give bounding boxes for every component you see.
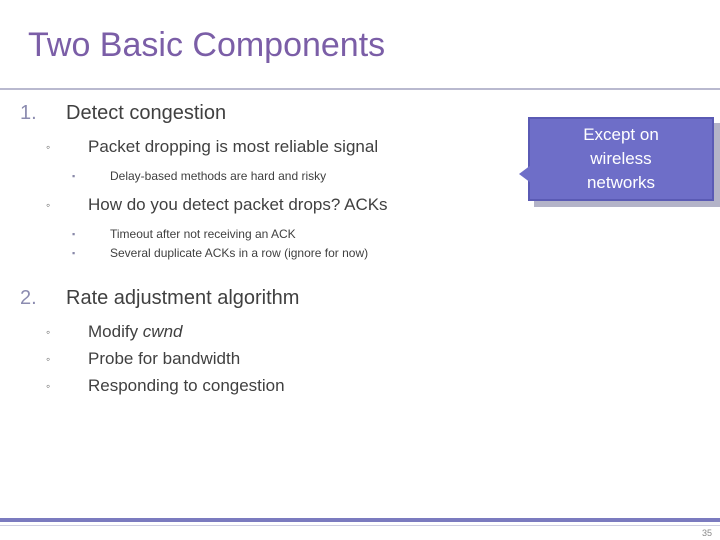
spacer bbox=[0, 263, 540, 285]
list-item-text: Packet dropping is most reliable signal bbox=[88, 137, 379, 156]
square-bullet-icon: ▪ bbox=[72, 248, 76, 258]
list-item-level3: ▪ Delay-based methods are hard and risky bbox=[0, 167, 540, 186]
callout-text: Except on wireless networks bbox=[583, 123, 659, 195]
list-item-level2: ◦ Responding to congestion bbox=[0, 373, 540, 399]
list-item-text-pre: Modify bbox=[88, 322, 143, 341]
list-item-level2: ◦ Modify cwnd bbox=[0, 319, 540, 345]
title-divider bbox=[0, 88, 720, 90]
slide-title: Two Basic Components bbox=[28, 26, 386, 64]
callout-line-1: Except on bbox=[583, 125, 659, 144]
callout-tail bbox=[519, 165, 531, 183]
list-marker: 1. bbox=[20, 102, 37, 124]
callout-line-3: networks bbox=[586, 173, 655, 192]
list-item-level2: ◦ Packet dropping is most reliable signa… bbox=[0, 134, 540, 160]
footer-divider-thin bbox=[0, 525, 720, 526]
square-bullet-icon: ▪ bbox=[72, 171, 76, 181]
hollow-bullet-icon: ◦ bbox=[46, 352, 51, 366]
list-item-level2: ◦ How do you detect packet drops? ACKs bbox=[0, 192, 540, 218]
callout-line-2: wireless bbox=[590, 149, 652, 168]
hollow-bullet-icon: ◦ bbox=[46, 325, 51, 339]
list-item-text: Timeout after not receiving an ACK bbox=[110, 227, 296, 241]
list-item-text: How do you detect packet drops? ACKs bbox=[88, 195, 388, 214]
list-item-text: Responding to congestion bbox=[88, 376, 285, 395]
list-item-text: Delay-based methods are hard and risky bbox=[110, 169, 327, 183]
slide-body: 1. Detect congestion ◦ Packet dropping i… bbox=[0, 100, 540, 400]
hollow-bullet-icon: ◦ bbox=[46, 140, 51, 154]
callout-body: Except on wireless networks bbox=[519, 117, 714, 201]
list-item-text: Probe for bandwidth bbox=[88, 349, 241, 368]
list-item-level2: ◦ Probe for bandwidth bbox=[0, 346, 540, 372]
hollow-bullet-icon: ◦ bbox=[46, 198, 51, 212]
list-item-level1: 1. Detect congestion bbox=[0, 100, 540, 126]
list-item-level1: 2. Rate adjustment algorithm bbox=[0, 285, 540, 311]
square-bullet-icon: ▪ bbox=[72, 229, 76, 239]
footer-divider bbox=[0, 518, 720, 522]
list-marker: 2. bbox=[20, 287, 37, 309]
list-item-text-emphasis: cwnd bbox=[142, 322, 183, 341]
list-item-text: Detect congestion bbox=[66, 102, 227, 124]
list-item-text: Rate adjustment algorithm bbox=[66, 287, 300, 309]
hollow-bullet-icon: ◦ bbox=[46, 379, 51, 393]
page-number: 35 bbox=[701, 528, 712, 538]
callout-box: Except on wireless networks bbox=[519, 117, 720, 207]
list-item-level3: ▪ Timeout after not receiving an ACK bbox=[0, 225, 540, 244]
list-item-text: Several duplicate ACKs in a row (ignore … bbox=[110, 246, 369, 260]
list-item-level3: ▪ Several duplicate ACKs in a row (ignor… bbox=[0, 244, 540, 263]
